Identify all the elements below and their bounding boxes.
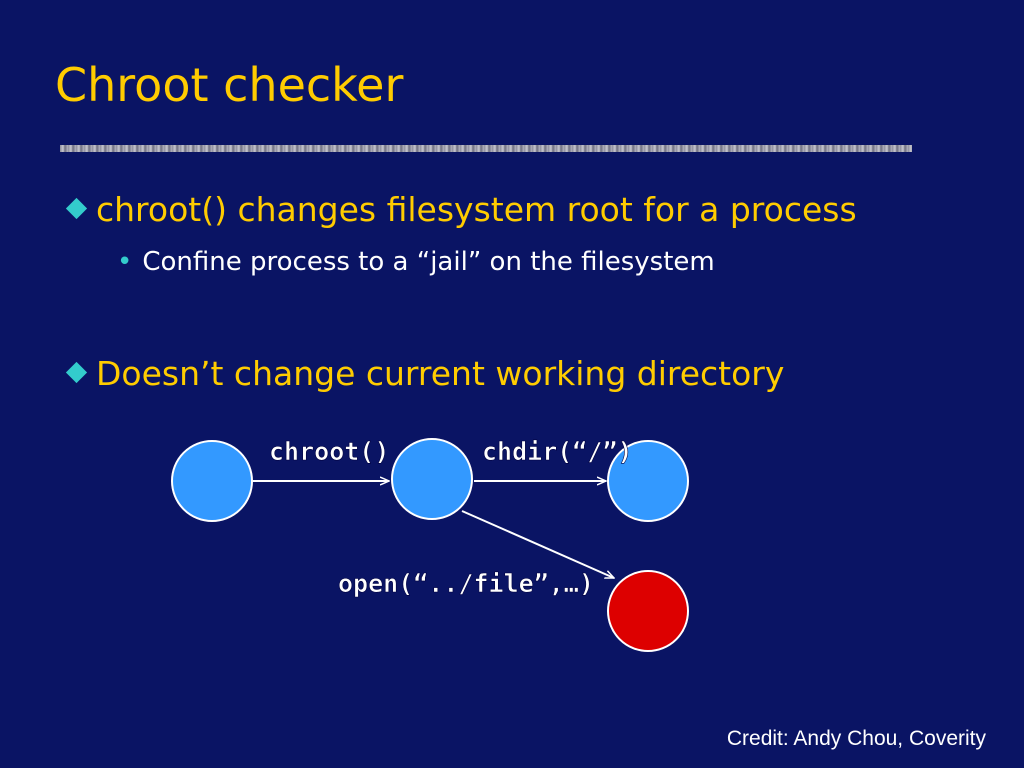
- node-initial: [171, 440, 253, 522]
- slide-title: Chroot checker: [55, 58, 404, 112]
- edge-label-open: open(“../file”,…): [338, 569, 594, 598]
- sub-bullet-1: • Confine process to a “jail” on the file…: [117, 247, 715, 277]
- bullet-1-text: chroot() changes filesystem root for a p…: [96, 190, 857, 229]
- node-after-chdir: [607, 440, 689, 522]
- dot-bullet-icon: •: [117, 247, 133, 277]
- credit-text: Credit: Andy Chou, Coverity: [726, 727, 986, 750]
- edge-label-chdir: chdir(“/”): [482, 437, 633, 466]
- bullet-1: chroot() changes filesystem root for a p…: [65, 190, 857, 229]
- edge-open: [461, 510, 614, 579]
- sub-bullet-1-text: Confine process to a “jail” on the files…: [142, 247, 715, 277]
- bullet-2: Doesn’t change current working directory: [65, 354, 784, 393]
- bullet-2-text: Doesn’t change current working directory: [96, 354, 785, 393]
- node-escaped: [607, 570, 689, 652]
- node-after-chroot: [391, 438, 473, 520]
- edge-label-chroot: chroot(): [269, 437, 389, 466]
- title-divider: [60, 145, 912, 152]
